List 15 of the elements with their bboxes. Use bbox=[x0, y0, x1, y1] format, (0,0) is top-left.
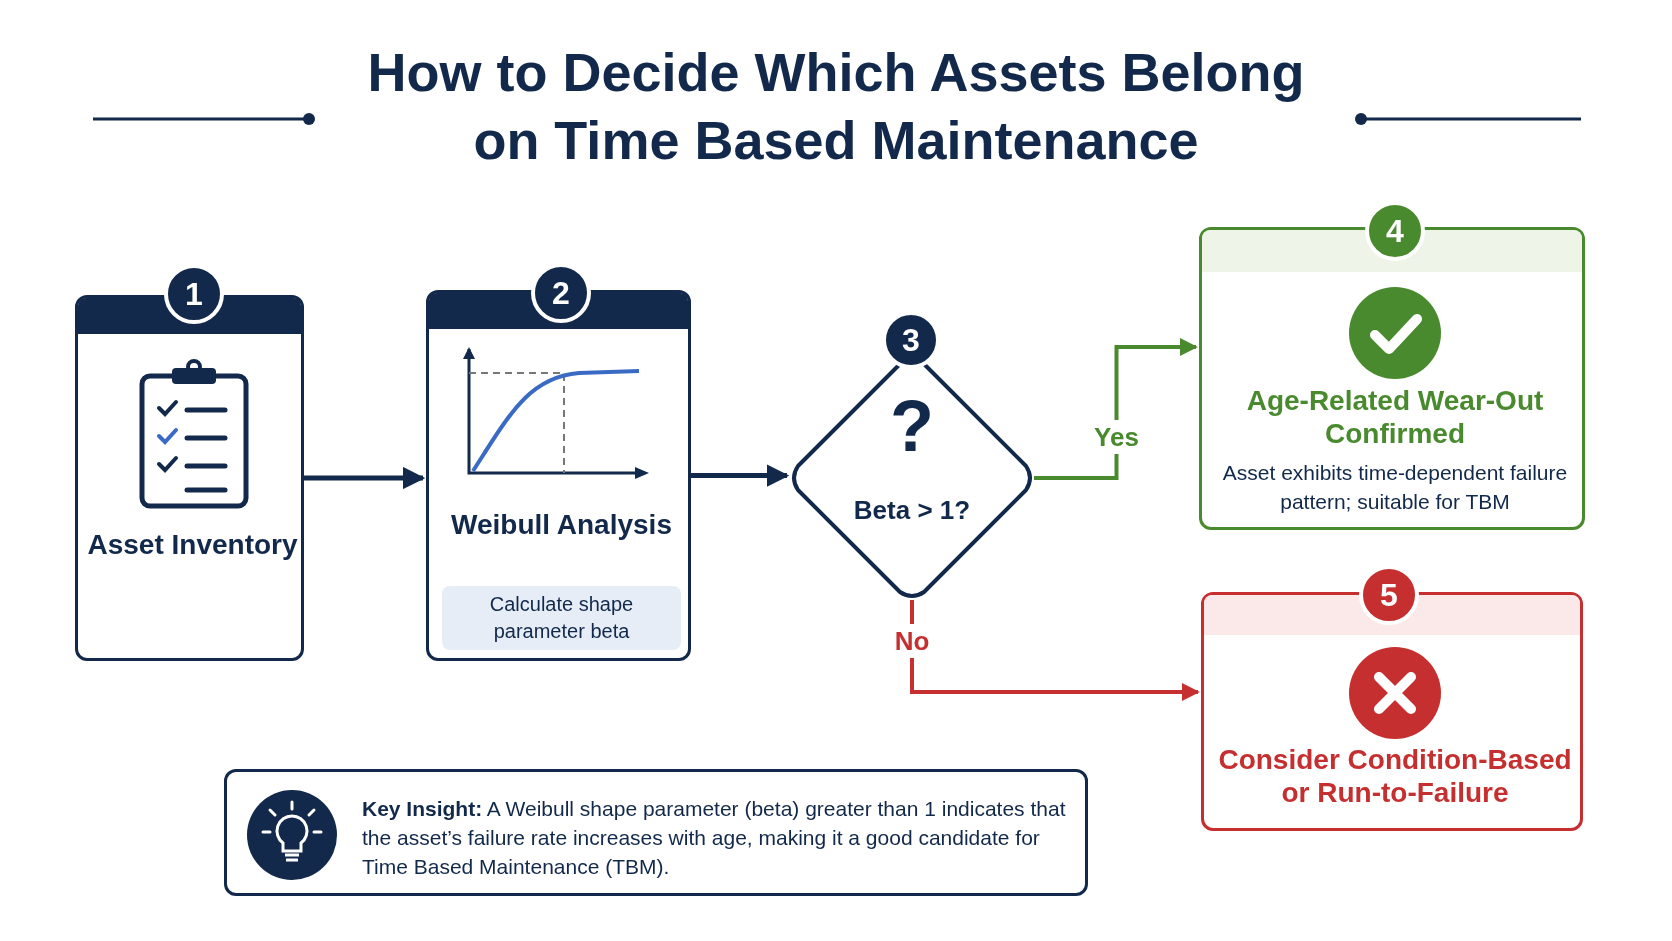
title: How to Decide Which Assets Belong on Time Based Maintenance bbox=[366, 41, 1306, 172]
step-label: Age-Related Wear-Out Confirmed bbox=[1245, 384, 1545, 450]
arrow bbox=[1034, 338, 1198, 480]
arrow bbox=[910, 600, 1200, 701]
question-mark: ? bbox=[889, 386, 935, 466]
step-note: Calculate shape parameter beta bbox=[442, 586, 681, 650]
arrow bbox=[691, 464, 790, 487]
arrow bbox=[304, 466, 426, 490]
insight-panel bbox=[224, 769, 1088, 896]
insight-text: Key Insight: A Weibull shape parameter (beta) greater than 1 indicates that the asset’s failure rate increases with age, making it a good candidate for Time Based Maintenance (TBM). bbox=[362, 796, 1067, 880]
step-label: Beta > 1? bbox=[852, 494, 972, 526]
step-label: Asset Inventory bbox=[86, 528, 299, 562]
step-label: Asset exhibits time-dependent failure pattern; suitable for TBM bbox=[1221, 460, 1569, 515]
step-label: Consider Condition-Based or Run-to-Failure bbox=[1217, 743, 1573, 809]
step-label: Weibull Analysis bbox=[450, 508, 673, 542]
